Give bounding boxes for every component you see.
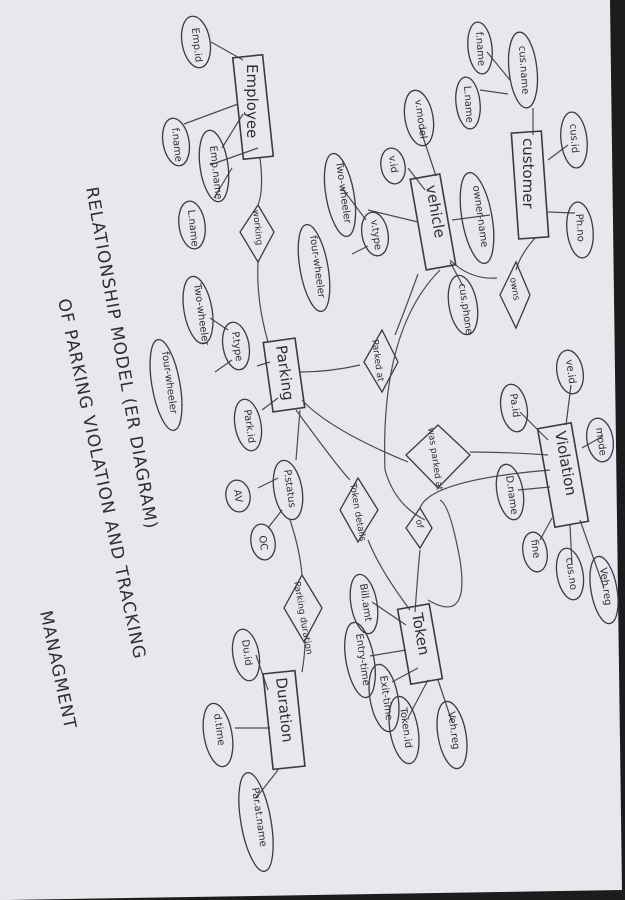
attr-oc: OC — [250, 523, 276, 561]
attr-park-id: Park.id — [233, 398, 263, 452]
svg-text:Veh.reg: Veh.reg — [597, 567, 613, 606]
attr-mode: mode — [585, 417, 615, 463]
svg-text:Veh.reg: Veh.reg — [445, 711, 461, 750]
svg-text:D.name: D.name — [503, 475, 519, 515]
relationship-owns: owns — [499, 260, 531, 330]
svg-text:v.id: v.id — [386, 155, 399, 174]
svg-text:cus.name: cus.name — [516, 45, 530, 94]
relationship-of: of — [405, 506, 433, 550]
svg-text:d.time: d.time — [211, 713, 226, 746]
attr-v-id: v.id — [380, 147, 406, 185]
attr-p-status: P.status — [272, 459, 304, 521]
svg-text:AV: AV — [231, 489, 244, 504]
attr-av: AV — [225, 479, 251, 513]
attr-d-time: d.time — [202, 702, 234, 768]
svg-text:cus.id: cus.id — [567, 123, 580, 153]
svg-text:L.name: L.name — [185, 209, 200, 247]
relationship-working: working — [239, 203, 275, 264]
svg-text:OC: OC — [256, 535, 269, 551]
svg-text:Pa.id: Pa.id — [507, 393, 521, 418]
svg-text:f.name: f.name — [169, 127, 184, 162]
svg-text:v.type: v.type — [368, 219, 383, 251]
svg-text:f.name: f.name — [473, 31, 486, 66]
svg-text:mode: mode — [593, 427, 608, 457]
attr-cus-id: cus.id — [560, 111, 588, 169]
svg-text:cus.no: cus.no — [563, 557, 578, 591]
attr-cus-phno: Ph.no — [566, 201, 594, 259]
attr-pa-id: Pa.id — [499, 383, 529, 433]
attr-emp-fname: f.name — [161, 117, 191, 167]
attr-du-id: Du.id — [231, 628, 261, 682]
relationship-owns-label: owns — [507, 277, 521, 302]
attr-v-type: v.type — [360, 211, 390, 257]
svg-text:Bill.amt: Bill.amt — [357, 583, 373, 622]
attr-cus-lname: L.name — [455, 76, 481, 130]
attr-v-model: v.model — [403, 89, 435, 147]
entity-customer-label: customer — [519, 138, 537, 209]
attr-fine: fine — [522, 531, 548, 573]
attr-cus-fname: f.name — [467, 21, 493, 75]
svg-text:v.model: v.model — [412, 99, 428, 140]
attr-cus-no: cus.no — [555, 547, 585, 601]
svg-text:ve.id: ve.id — [563, 359, 577, 385]
entity-customer: customer — [510, 130, 550, 240]
svg-text:Park.id: Park.id — [241, 409, 257, 444]
svg-text:Ph.no: Ph.no — [573, 213, 586, 242]
attr-p-type: P.type — [221, 321, 251, 371]
attr-ve-id: ve.id — [555, 349, 585, 395]
attr-veh-reg-token: Veh.reg — [436, 700, 468, 770]
relationship-working-label: working — [250, 209, 264, 246]
svg-text:L.name: L.name — [461, 85, 475, 123]
entity-employee-label: Employee — [243, 64, 261, 138]
attr-cus-name: cus.name — [507, 31, 539, 109]
svg-text:Du.id: Du.id — [239, 639, 254, 667]
svg-text:fine: fine — [528, 539, 542, 559]
relationship-of-label: of — [413, 519, 424, 530]
attr-emp-id: Emp.id — [180, 15, 212, 69]
svg-text:Emp.id: Emp.id — [189, 27, 204, 63]
attr-bill-amt: Bill.amt — [349, 573, 379, 635]
entity-employee: Employee — [231, 53, 275, 161]
svg-text:P.status: P.status — [281, 469, 297, 509]
attr-d-name: D.name — [495, 463, 525, 521]
attr-veh-reg-violation: Veh.reg — [589, 555, 619, 625]
svg-text:P.type: P.type — [229, 331, 244, 362]
attr-emp-lname: L.name — [178, 200, 206, 250]
